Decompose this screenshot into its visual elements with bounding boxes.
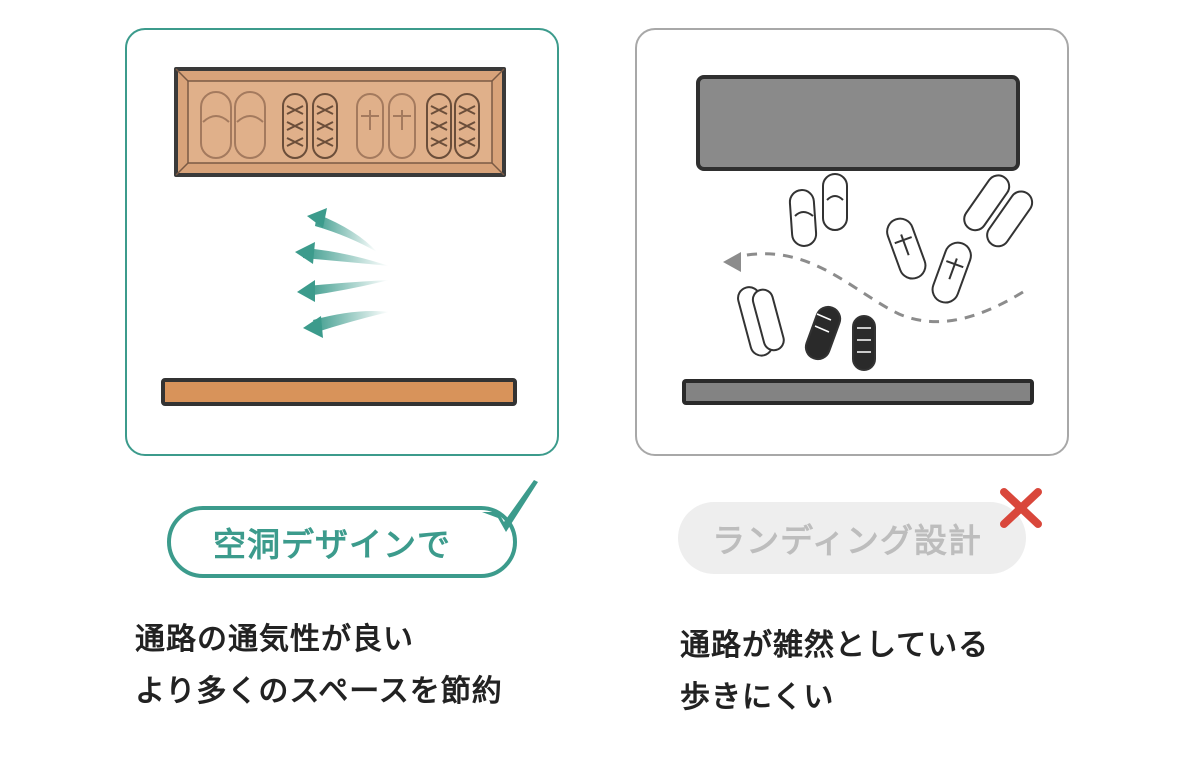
benefit-text: より多くのスペースを節約 — [135, 674, 503, 709]
airflow-arrows-icon — [295, 208, 389, 338]
drawback-text: 歩きにくい — [680, 680, 835, 715]
landing-design-drawbacks: 通路が雑然としている 歩きにくい — [680, 620, 989, 724]
landing-design-label-text: ランディング設計 — [712, 521, 982, 560]
open-design-panel — [125, 28, 559, 456]
cluttered-floor-illustration — [682, 75, 1034, 405]
open-design-label-text: 空洞デザインで — [213, 525, 451, 564]
walking-path-icon — [723, 252, 1024, 324]
cross-icon — [1000, 488, 1042, 528]
check-icon — [482, 480, 538, 532]
shoe-rack-icon — [174, 67, 506, 177]
open-design-benefits: 通路の通気性が良い より多くのスペースを節約 — [135, 614, 503, 718]
drawback-text: 通路が雑然としている — [680, 628, 990, 663]
landing-design-label: ランディング設計 — [678, 502, 1026, 574]
scattered-shoes-icon — [737, 173, 1034, 371]
closed-cabinet-icon — [696, 75, 1020, 171]
landing-design-panel — [635, 28, 1069, 456]
floor-board-icon — [682, 379, 1034, 405]
open-shoe-rack-illustration — [161, 67, 517, 406]
open-design-label: 空洞デザインで — [167, 506, 517, 578]
floor-board-icon — [161, 378, 517, 406]
benefit-text: 通路の通気性が良い — [135, 622, 414, 657]
